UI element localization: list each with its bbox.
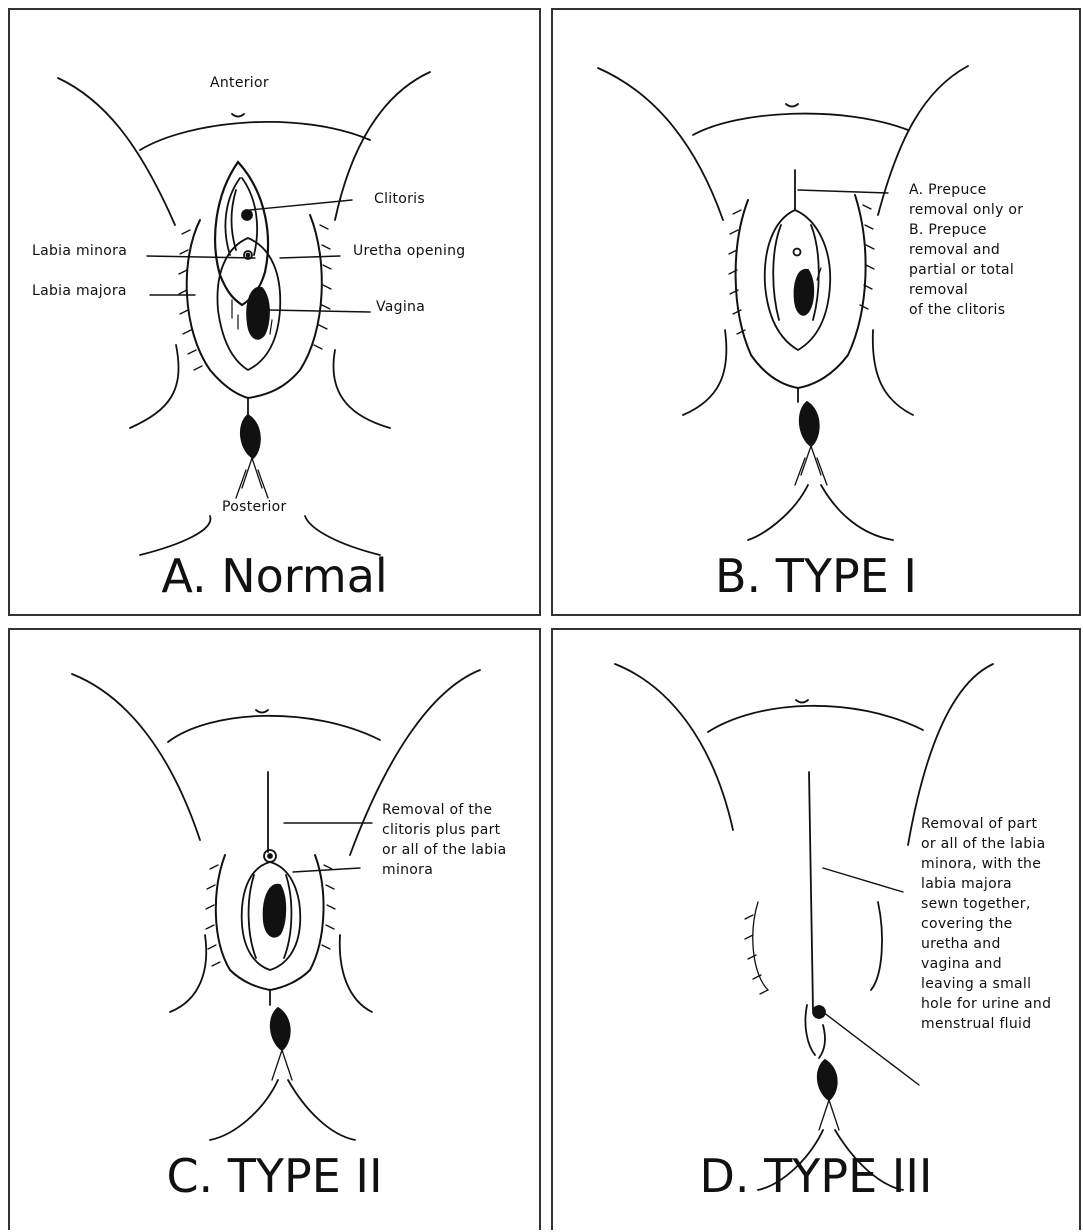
- note-line: of the clitoris: [909, 300, 1023, 320]
- anterior-label: Anterior: [210, 74, 269, 93]
- note-line: labia majora: [921, 874, 1051, 894]
- note-line: partial or total: [909, 260, 1023, 280]
- note-line: covering the: [921, 914, 1051, 934]
- panel-title-normal: A. Normal: [10, 550, 539, 602]
- note-line: hole for urine and: [921, 994, 1051, 1014]
- type-2-anatomy-drawing: [10, 630, 543, 1232]
- panel-normal: Anterior Clitoris Labia minora Uretha op…: [8, 8, 541, 616]
- note-line: uretha and: [921, 934, 1051, 954]
- panel-type-3: Removal of part or all of the labia mino…: [551, 628, 1081, 1230]
- note-line: A. Prepuce: [909, 180, 1023, 200]
- note-line: leaving a small: [921, 974, 1051, 994]
- normal-anatomy-drawing: [10, 10, 543, 618]
- note-line: Removal of the: [382, 800, 506, 820]
- type-2-description: Removal of the clitoris plus part or all…: [382, 800, 506, 880]
- panel-title-type-2: C. TYPE II: [10, 1150, 539, 1202]
- note-line: B. Prepuce: [909, 220, 1023, 240]
- note-line: Removal of part: [921, 814, 1051, 834]
- note-line: vagina and: [921, 954, 1051, 974]
- labia-minora-label: Labia minora: [32, 242, 127, 261]
- note-line: menstrual fluid: [921, 1014, 1051, 1034]
- note-line: minora: [382, 860, 506, 880]
- panel-title-type-3: D. TYPE III: [553, 1150, 1079, 1202]
- vagina-label: Vagina: [376, 298, 425, 317]
- note-line: clitoris plus part: [382, 820, 506, 840]
- note-line: removal only or: [909, 200, 1023, 220]
- note-line: minora, with the: [921, 854, 1051, 874]
- note-line: or all of the labia: [382, 840, 506, 860]
- note-line: removal and: [909, 240, 1023, 260]
- urethra-opening-label: Uretha opening: [353, 242, 466, 261]
- note-line: or all of the labia: [921, 834, 1051, 854]
- type-1-description: A. Prepuce removal only or B. Prepuce re…: [909, 180, 1023, 320]
- panel-title-type-1: B. TYPE I: [553, 550, 1079, 602]
- clitoris-label: Clitoris: [374, 190, 425, 209]
- note-line: removal: [909, 280, 1023, 300]
- panel-type-2: Removal of the clitoris plus part or all…: [8, 628, 541, 1230]
- note-line: sewn together,: [921, 894, 1051, 914]
- labia-majora-label: Labia majora: [32, 282, 127, 301]
- type-3-description: Removal of part or all of the labia mino…: [921, 814, 1051, 1034]
- panel-type-1: A. Prepuce removal only or B. Prepuce re…: [551, 8, 1081, 616]
- posterior-label: Posterior: [222, 498, 287, 517]
